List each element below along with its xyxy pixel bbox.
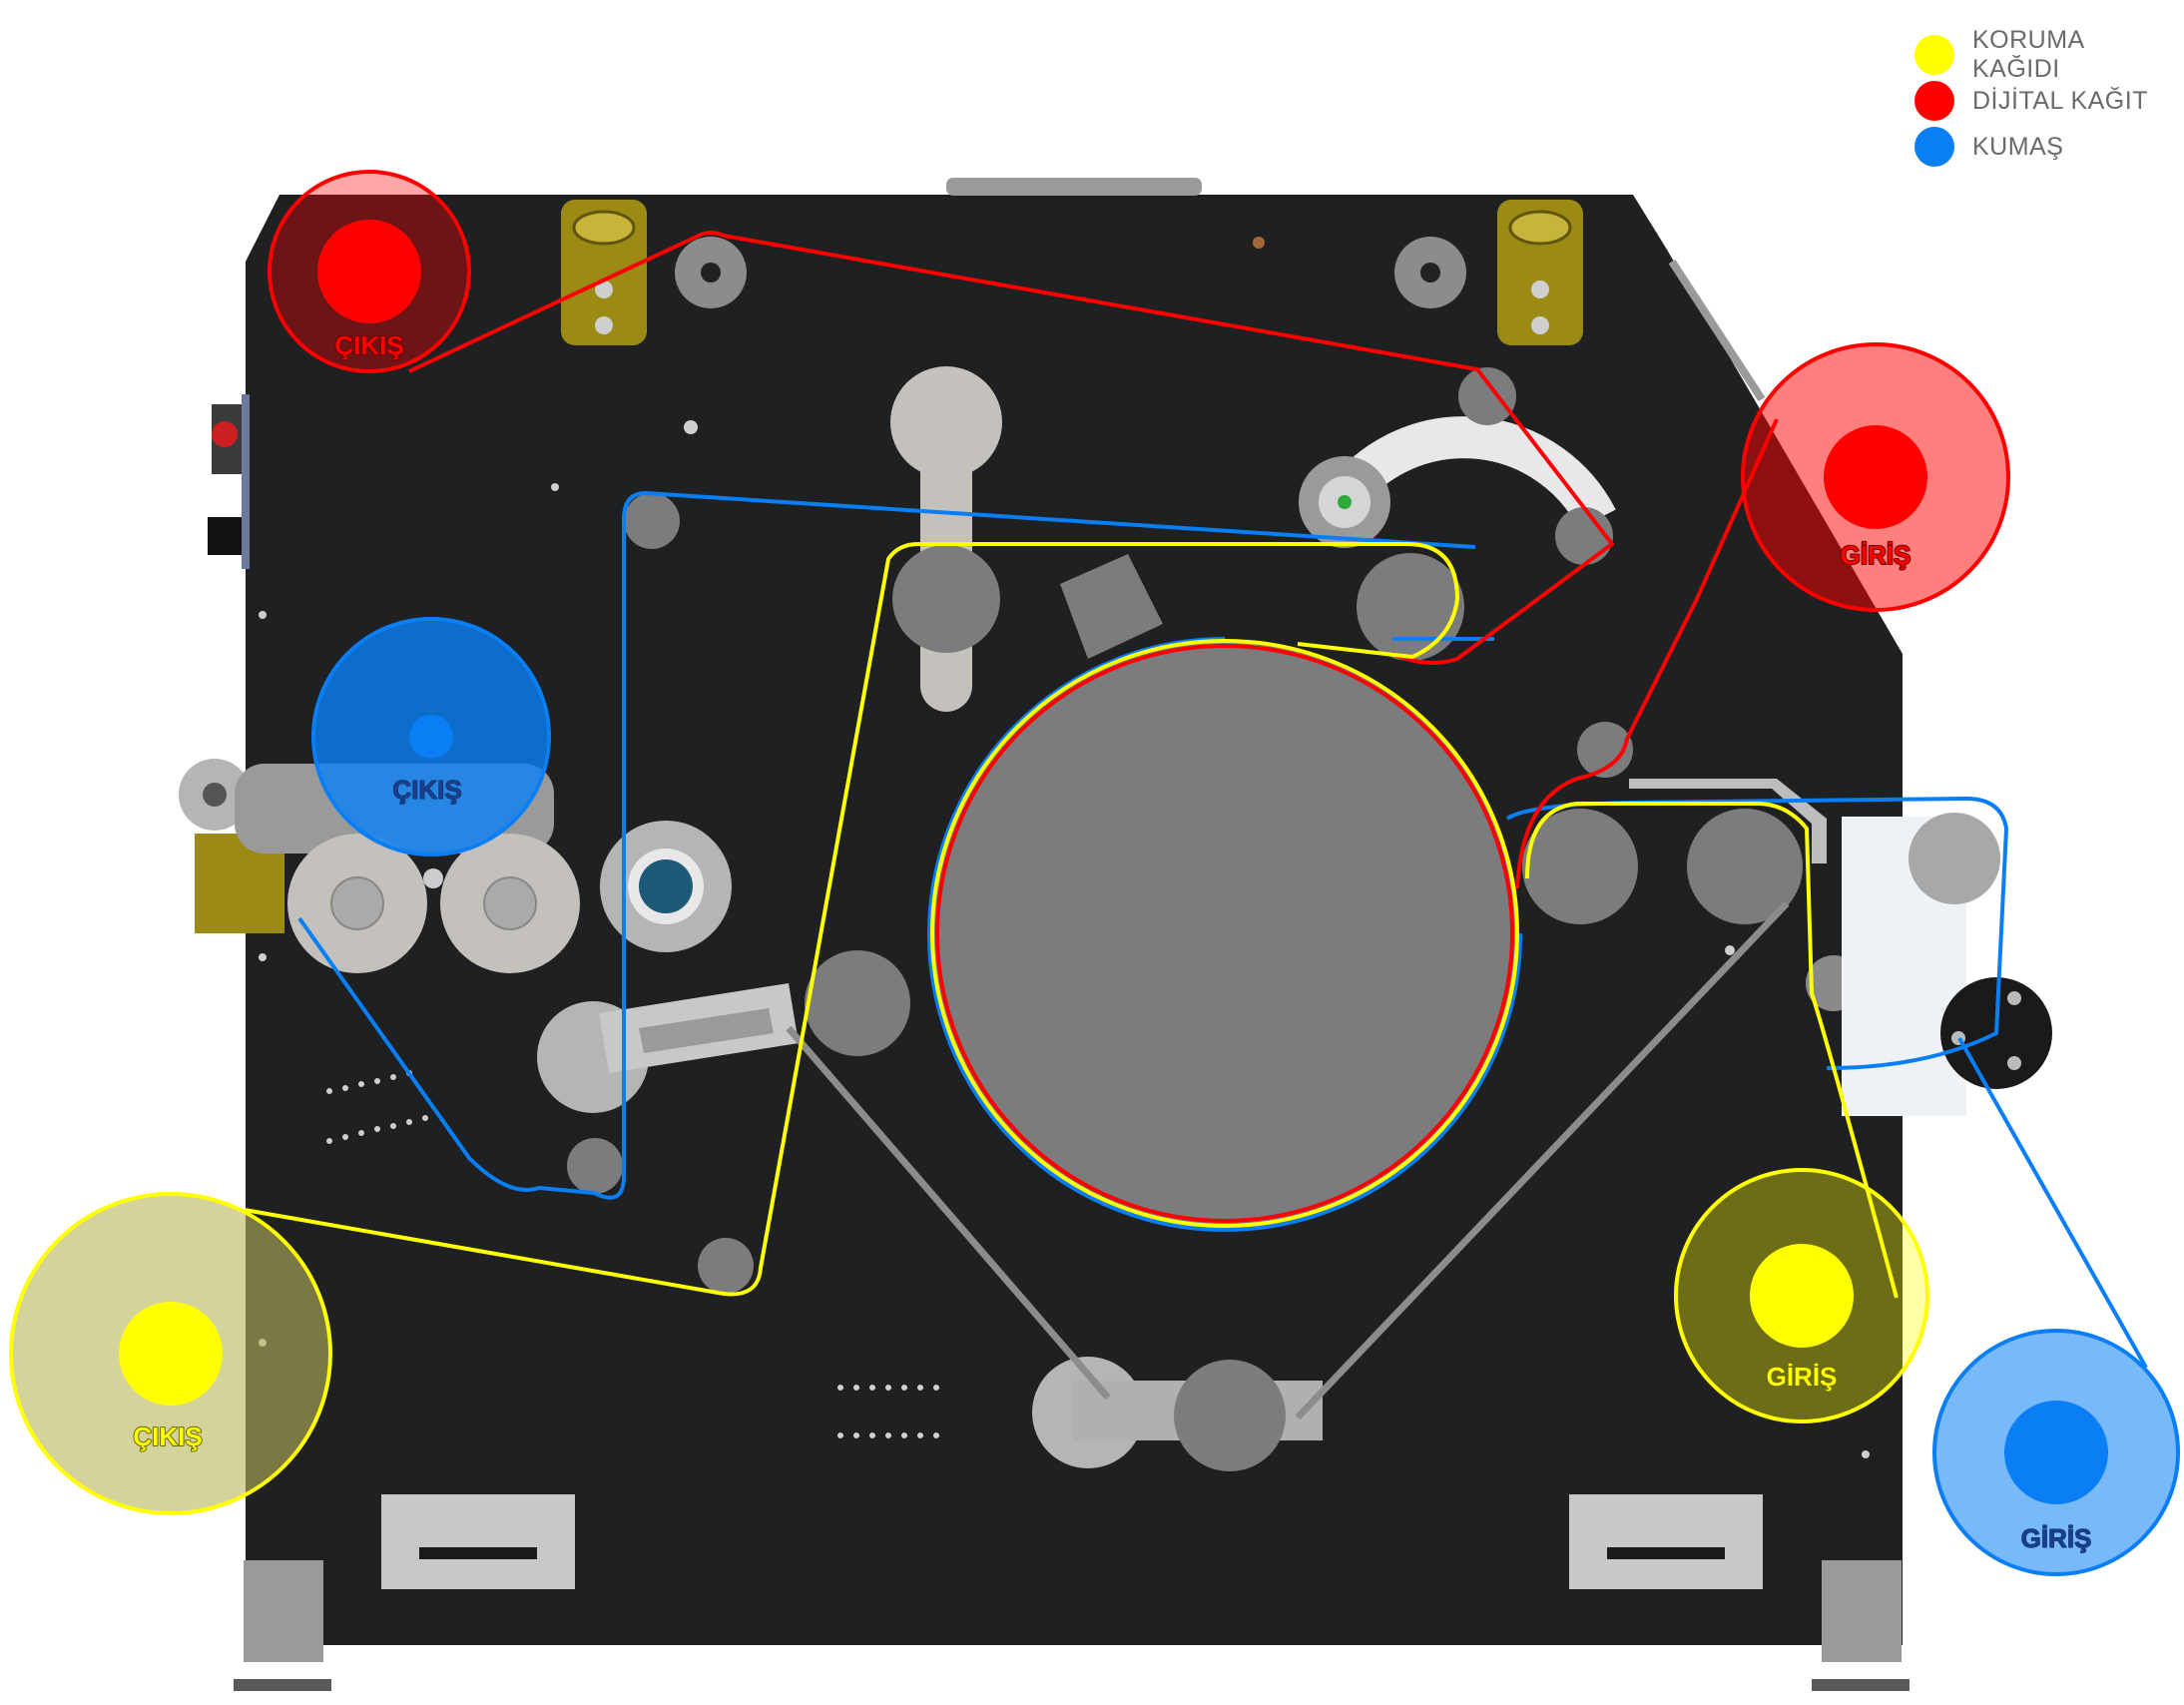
paper-drum-wrap <box>935 644 1514 1223</box>
fabric-input-roll: GİRİŞ <box>1932 1329 2180 1576</box>
latch-plates <box>381 1494 1763 1589</box>
paper-output-roll: ÇIKIŞ <box>268 170 471 373</box>
top-right-bracket <box>1497 200 1583 345</box>
fabric-output-label: ÇIKIŞ <box>392 775 461 805</box>
tension-slot <box>890 366 1002 712</box>
legend-label: KUMAŞ <box>1972 132 2064 161</box>
legend-item-protection-paper: KORUMA KAĞIDI <box>1914 26 2174 83</box>
main-drum <box>933 642 1516 1225</box>
protection-input-roll: GİRİŞ <box>1674 1168 1929 1423</box>
paper-input-roll: GİRİŞ <box>1741 342 2010 612</box>
protection-input-label: GİRİŞ <box>1767 1362 1838 1392</box>
legend-label: KORUMA KAĞIDI <box>1972 26 2084 83</box>
legend-swatch-blue <box>1914 127 1954 167</box>
fabric-drum-wrap <box>927 636 1523 1232</box>
fabric-output-roll: ÇIKIŞ <box>311 617 551 856</box>
legend: KORUMA KAĞIDI DİJİTAL KAĞIT KUMAŞ <box>1914 26 2174 170</box>
top-idler-rollers <box>675 237 1466 308</box>
paper-output-label: ÇIKIŞ <box>334 330 403 360</box>
bottom-cylinder <box>1032 1357 1323 1471</box>
fabric-path <box>297 491 2008 1200</box>
left-panel-controls <box>208 394 250 569</box>
machine-feet <box>234 1560 1910 1691</box>
legend-item-digital-paper: DİJİTAL KAĞIT <box>1914 78 2174 124</box>
fabric-input-label: GİRİŞ <box>2021 1523 2092 1553</box>
protection-drum-wrap <box>930 639 1519 1228</box>
top-left-bracket <box>561 200 647 345</box>
protection-path <box>244 542 1899 1299</box>
drive-belt <box>786 900 1790 1421</box>
paper-path <box>408 231 1779 889</box>
paper-input-label: GİRİŞ <box>1841 540 1911 570</box>
fabric-path-in <box>1957 1037 2148 1369</box>
bearing-housing <box>600 821 732 952</box>
pneumatic-cylinder <box>537 983 799 1113</box>
top-handle <box>946 178 1202 196</box>
legend-label: DİJİTAL KAĞIT <box>1972 86 2148 115</box>
legend-swatch-yellow <box>1914 35 1954 75</box>
protection-output-roll: ÇIKIŞ <box>9 1192 332 1515</box>
right-slope-rail <box>1668 259 1766 402</box>
legend-swatch-red <box>1914 81 1954 121</box>
legend-item-fabric: KUMAŞ <box>1914 124 2174 170</box>
angled-guide-block <box>1060 554 1163 659</box>
fastener-dots <box>259 237 1870 1458</box>
vent-holes <box>326 1070 939 1438</box>
arc-dancer-arm <box>1299 367 1616 565</box>
guide-rollers <box>567 493 1862 1294</box>
protection-output-label: ÇIKIŞ <box>133 1421 202 1451</box>
